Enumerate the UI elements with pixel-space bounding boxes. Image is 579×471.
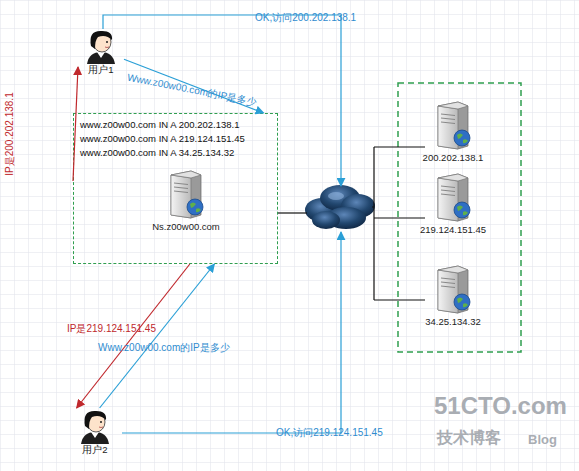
user-icon bbox=[84, 28, 118, 64]
watermark: 技术博客 bbox=[437, 428, 501, 449]
user-icon bbox=[78, 408, 112, 444]
server-icon bbox=[432, 172, 474, 222]
edge-label: Www.z00w00.com的IP是多少 bbox=[98, 341, 230, 355]
server-icon bbox=[432, 100, 474, 150]
dns-server-box: www.z00w00.com IN A 200.202.138.1 www.z00… bbox=[73, 113, 278, 264]
host-label: Ns.z00w00.com bbox=[152, 221, 220, 233]
access-note: OK,访问219.124.151.45 bbox=[276, 426, 383, 440]
user-name: 用户1 bbox=[88, 64, 113, 76]
server-node: 200.202.138.1 bbox=[415, 100, 491, 168]
query-arrow bbox=[77, 264, 190, 408]
query-arrow bbox=[73, 67, 78, 181]
network-wire bbox=[278, 147, 425, 300]
access-note: OK,访问200.202.138.1 bbox=[255, 11, 356, 25]
user-name: 用户2 bbox=[82, 444, 107, 456]
server-node: 34.25.134.32 bbox=[415, 264, 491, 332]
dns-record: www.z00w00.com IN A 219.124.151.45 bbox=[80, 133, 245, 144]
server-node: Ns.z00w00.com bbox=[136, 169, 236, 243]
query-arrow bbox=[124, 59, 264, 113]
query-arrow bbox=[100, 264, 215, 408]
edge-group bbox=[73, 59, 264, 408]
server-icon bbox=[165, 169, 207, 219]
watermark: Blog bbox=[528, 432, 557, 447]
server-node: 219.124.151.45 bbox=[415, 172, 491, 240]
edge-label: Www.z00w00.com的IP是多少 bbox=[126, 71, 258, 110]
dns-record: www.z00w00.com IN A 34.25.134.32 bbox=[80, 147, 234, 158]
dns-record: www.z00w00.com IN A 200.202.138.1 bbox=[80, 119, 240, 130]
server-group-box bbox=[398, 83, 521, 352]
server-icon bbox=[432, 264, 474, 314]
edge-label: IP是219.124.151.45 bbox=[67, 322, 156, 336]
watermark: 51CTO.com bbox=[434, 392, 567, 420]
access-path bbox=[103, 15, 341, 186]
edge-label: IP是200.202.138.1 bbox=[3, 92, 17, 175]
user-node: 用户2 bbox=[72, 408, 118, 466]
host-label: 34.25.134.32 bbox=[425, 316, 480, 328]
host-label: 200.202.138.1 bbox=[423, 152, 484, 164]
user-node: 用户1 bbox=[78, 28, 124, 80]
network-cloud bbox=[305, 185, 375, 229]
host-label: 219.124.151.45 bbox=[420, 224, 486, 236]
